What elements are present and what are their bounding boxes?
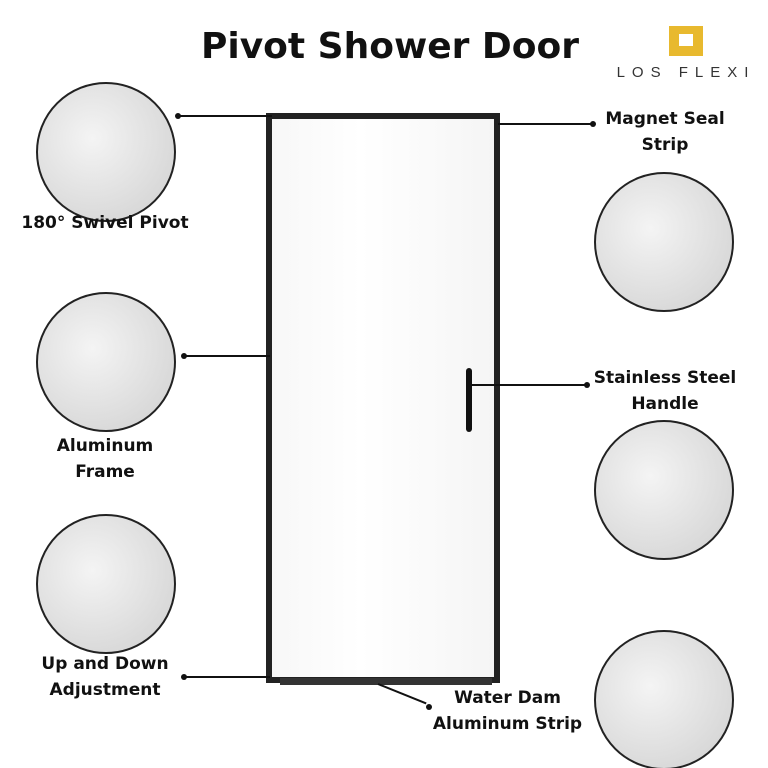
adjust-pointer-line <box>184 676 270 678</box>
frame-detail-image <box>36 292 176 432</box>
dam-detail-image <box>594 630 734 768</box>
pivot-detail-image <box>36 82 176 222</box>
logo-icon <box>669 26 703 56</box>
pivot-pointer-line <box>178 115 272 117</box>
dam-pointer-line <box>377 683 427 705</box>
handle-pointer-line <box>472 384 587 386</box>
magnet-pointer-line <box>498 123 593 125</box>
handle-detail-image <box>594 420 734 560</box>
magnet-pointer-dot <box>590 121 596 127</box>
water-dam-strip <box>280 678 492 685</box>
label-frame: Aluminum Frame <box>56 436 154 482</box>
label-dam: Water Dam Aluminum Strip <box>432 688 583 734</box>
frame-pointer-line <box>184 355 270 357</box>
shower-door <box>266 113 500 683</box>
label-magnet: Magnet Seal Strip <box>605 109 725 155</box>
label-pivot: 180° Swivel Pivot <box>21 213 189 233</box>
label-adjust: Up and Down Adjustment <box>41 654 169 700</box>
brand-logo: LOS FLEXI <box>604 26 768 81</box>
label-handle: Stainless Steel Handle <box>593 368 737 414</box>
adjustment-detail-image <box>36 514 176 654</box>
handle-pointer-dot <box>584 382 590 388</box>
magnet-detail-image <box>594 172 734 312</box>
dam-pointer-dot <box>426 704 432 710</box>
brand-name: LOS FLEXI <box>616 64 756 81</box>
door-handle <box>466 368 472 432</box>
page-title: Pivot Shower Door <box>200 26 580 67</box>
